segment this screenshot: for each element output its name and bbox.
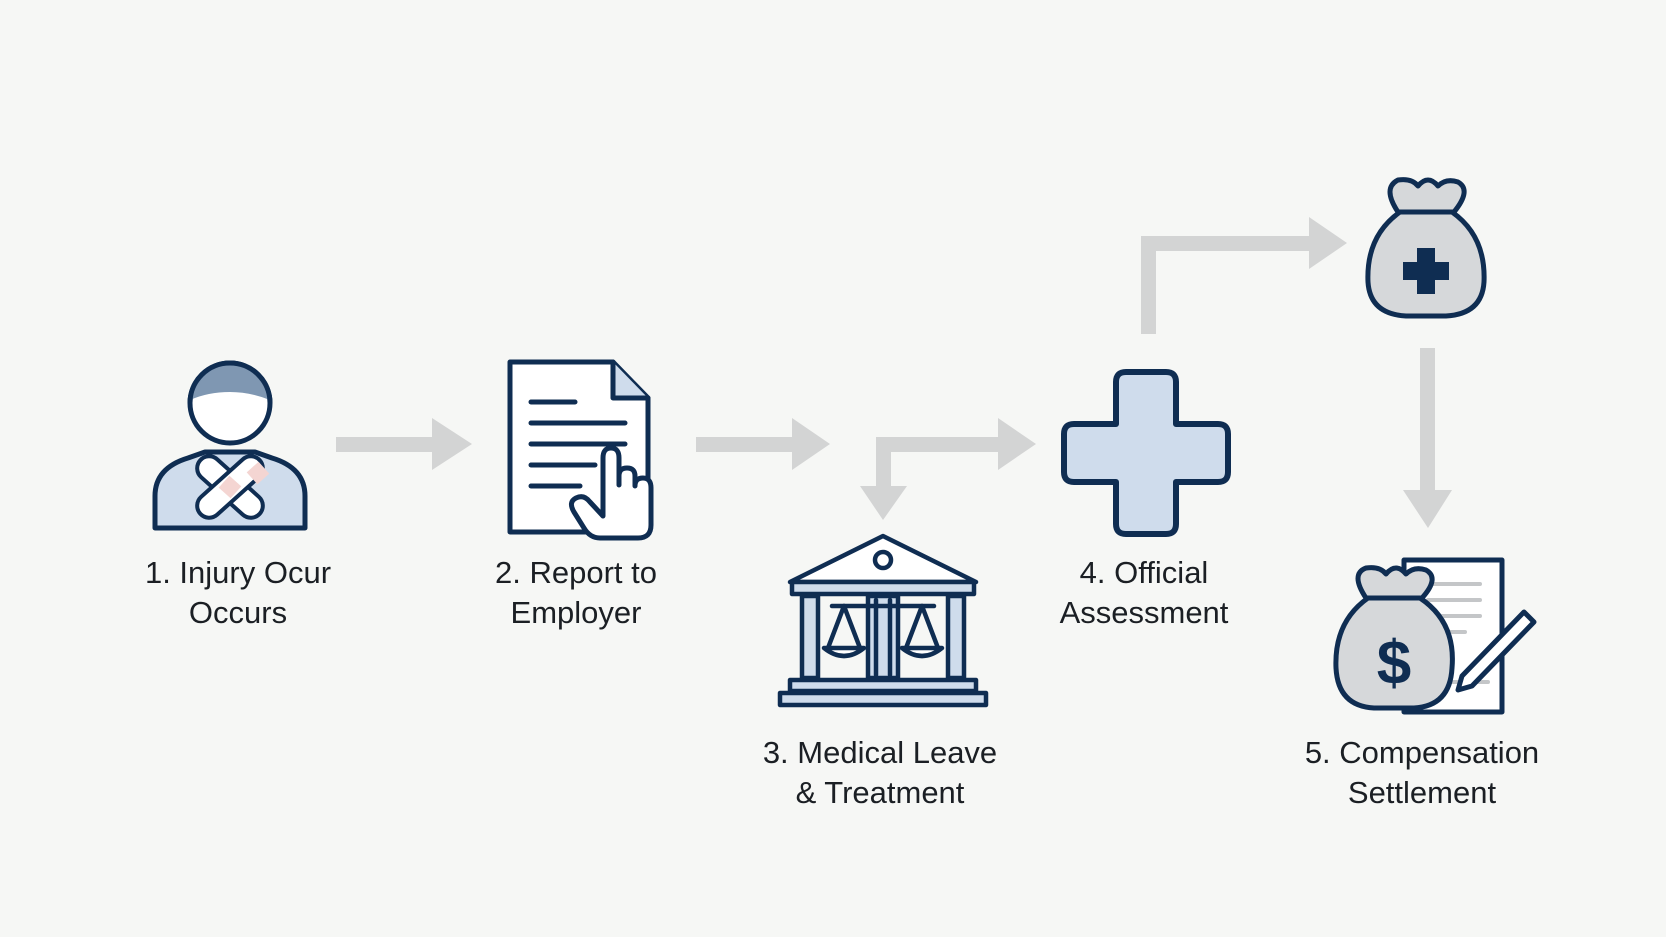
step-5-label-line-1: 5. Compensation: [1304, 735, 1540, 770]
step-1-label: 1. Injury Ocur Occurs: [145, 553, 331, 633]
step-1-label-line-1: 1. Injury Ocur: [144, 555, 332, 590]
arrow-4-to-bag: [1141, 217, 1347, 334]
step-2-label-line-1: 2. Report to: [495, 555, 657, 590]
svg-text:$: $: [1377, 629, 1411, 698]
step-5-label-line-2: Settlement: [1347, 775, 1497, 810]
step-5-label: 5. Compensation Settlement: [1305, 733, 1539, 813]
step-3-label: 3. Medical Leave & Treatment: [763, 733, 997, 813]
step-2-label-line-2: Employer: [510, 595, 642, 630]
step-2-label: 2. Report to Employer: [495, 553, 657, 633]
document-touch-icon: [507, 359, 654, 541]
arrow-1-to-2: [336, 418, 472, 470]
arrow-2-to-3: [696, 418, 830, 470]
step-1-label-line-2: Occurs: [188, 595, 288, 630]
step-3-label-line-2: & Treatment: [795, 775, 965, 810]
step-4-label: 4. Official Assessment: [1060, 553, 1229, 633]
arrow-bag-to-5: [1403, 348, 1452, 528]
medical-cross-icon: [1061, 369, 1231, 537]
step-3-label-line-1: 3. Medical Leave: [762, 735, 998, 770]
medical-money-bag-icon: [1365, 177, 1487, 319]
courthouse-scales-icon: [777, 533, 989, 708]
arrow-3-to-4-branch: [860, 418, 1036, 520]
injured-person-icon: [152, 360, 308, 531]
step-4-label-line-2: Assessment: [1059, 595, 1229, 630]
step-4-label-line-1: 4. Official: [1079, 555, 1209, 590]
money-bag-contract-icon: $: [1333, 557, 1537, 715]
